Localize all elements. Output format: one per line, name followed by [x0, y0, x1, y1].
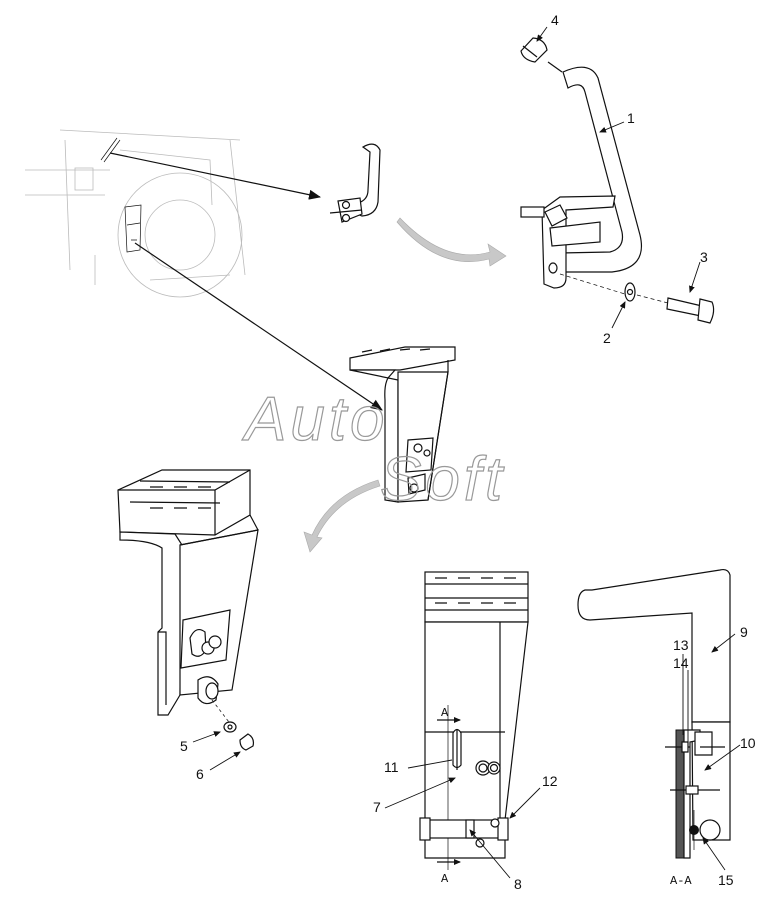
section-view: A-A: [577, 568, 731, 888]
svg-text:Auto: Auto: [241, 385, 389, 454]
callout-13: 13: [673, 637, 689, 653]
watermark: Auto Soft: [240, 384, 506, 514]
callout-14: 14: [673, 655, 689, 671]
pointer-arrow-1: [109, 152, 321, 200]
callout-12: 12: [542, 773, 558, 789]
bracket-thumbnail: [349, 346, 456, 503]
zoom-arrow-1: [396, 217, 507, 267]
leader-lines: [192, 26, 741, 879]
zoom-arrow-2: [303, 479, 381, 553]
handle-thumbnail: [329, 143, 381, 223]
callout-5: 5: [180, 738, 188, 754]
callouts: 1 2 3 4 5 6 7 8 9 10 11 12 13 14 15: [180, 12, 756, 892]
callout-8: 8: [514, 876, 522, 892]
bracket-front-view: A A: [419, 571, 529, 886]
bracket-isometric: [117, 469, 259, 751]
callout-2: 2: [603, 330, 611, 346]
pointer-arrow-2: [134, 242, 383, 411]
svg-text:A-A: A-A: [670, 874, 692, 888]
svg-text:A: A: [441, 706, 449, 720]
callout-11: 11: [384, 759, 399, 775]
callout-10: 10: [740, 735, 756, 751]
handle-assembly: [520, 37, 715, 324]
callout-1: 1: [627, 110, 635, 126]
callout-9: 9: [740, 624, 748, 640]
callout-15: 15: [718, 872, 734, 888]
callout-3: 3: [700, 249, 708, 265]
svg-text:A: A: [441, 872, 449, 886]
svg-text:Soft: Soft: [380, 445, 506, 514]
callout-6: 6: [196, 766, 204, 782]
location-overview: [25, 129, 246, 298]
callout-7: 7: [373, 799, 381, 815]
callout-4: 4: [551, 12, 559, 28]
